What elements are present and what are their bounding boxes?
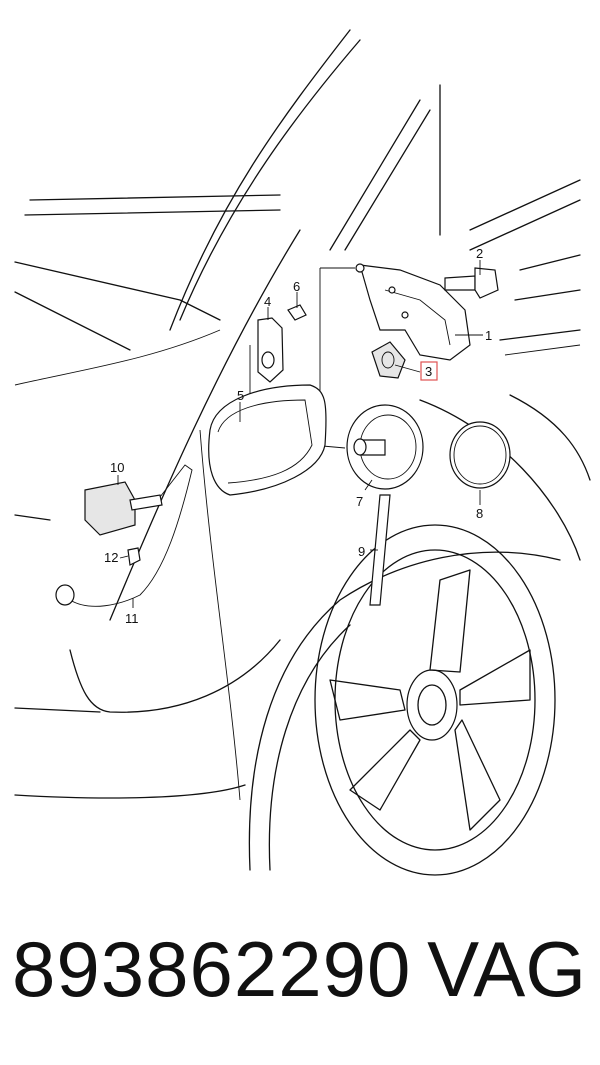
part-3-clip <box>371 341 406 379</box>
part-6-screw <box>287 304 307 321</box>
callout-9: 9 <box>358 544 365 559</box>
part-7-filler-neck <box>346 404 424 490</box>
callout-3-highlight <box>420 361 438 381</box>
callout-labels: 1 2 3 4 5 6 7 8 9 10 12 11 <box>104 246 492 626</box>
leader-lines <box>117 260 483 608</box>
callout-6: 6 <box>293 279 300 294</box>
callout-12: 12 <box>104 550 118 565</box>
callout-8: 8 <box>476 506 483 521</box>
callout-4: 4 <box>264 294 271 309</box>
part-4-plate <box>257 317 284 383</box>
part-10-actuator <box>84 481 163 536</box>
callout-1: 1 <box>485 328 492 343</box>
callout-11: 11 <box>125 611 139 626</box>
part-11-cable <box>55 464 193 607</box>
part-8-seal-ring <box>449 421 511 489</box>
callout-2: 2 <box>476 246 483 261</box>
car-body-outline <box>14 29 591 871</box>
callout-5: 5 <box>237 388 244 403</box>
part-2-bolt <box>444 267 499 299</box>
brand-name: VAG <box>427 925 586 1013</box>
wheel <box>314 524 556 876</box>
callout-10: 10 <box>110 460 124 475</box>
part-9-hose <box>369 494 391 606</box>
parts-exploded-diagram: 1 2 3 4 5 6 7 8 9 10 12 11 <box>14 29 591 876</box>
part-number: 893862290 <box>12 925 412 1013</box>
callout-7: 7 <box>356 494 363 509</box>
fuel-flap-housing <box>208 384 327 496</box>
part-1-hinge-bracket <box>355 263 471 361</box>
part-12-clip <box>127 547 141 566</box>
callout-3: 3 <box>425 364 432 379</box>
